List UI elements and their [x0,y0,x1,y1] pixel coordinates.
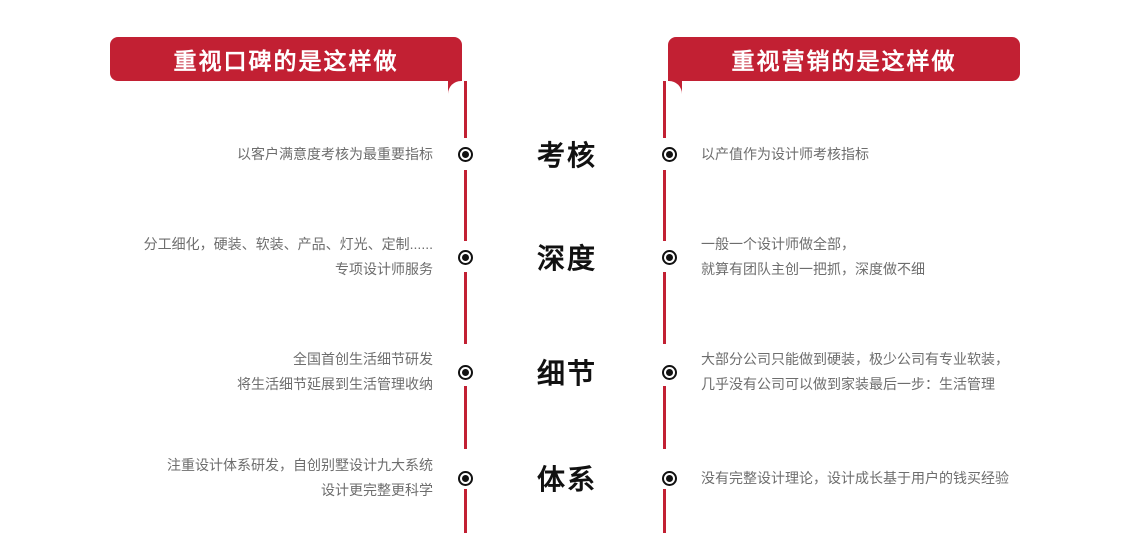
left-item-text: 分工细化，硬装、软装、产品、灯光、定制...... 专项设计师服务 [143,236,433,277]
left-item-text: 全国首创生活细节研发 将生活细节延展到生活管理收纳 [237,351,433,392]
row-category-label: 考核 [536,140,597,171]
right-banner-notch [668,81,682,95]
left-bullet-slot [455,249,475,265]
left-rail-segment [464,386,467,449]
row-category-label: 细节 [536,358,597,389]
radio-filled-icon [457,364,473,380]
right-item-text: 没有完整设计理论，设计成长基于用户的钱买经验 [701,469,1009,486]
right-bullet-slot [659,364,679,380]
row-category-label: 深度 [536,243,597,274]
left-rail-segment [464,81,467,138]
left-rail-segment [464,489,467,533]
radio-filled-icon [457,470,473,486]
right-bullet-slot [659,249,679,265]
radio-filled-icon [661,249,677,265]
right-rail-segment [663,272,666,344]
right-item-text: 以产值作为设计师考核指标 [701,145,869,162]
comparison-row: 注重设计体系研发，自创别墅设计九大系统 设计更完整更科学 体系 没有完整设计理论… [0,447,1130,509]
right-rail-segment [663,81,666,138]
right-rail-segment [663,170,666,241]
right-bullet-slot [659,146,679,162]
right-item-text: 一般一个设计师做全部， 就算有团队主创一把抓，深度做不细 [701,236,925,277]
row-category-label: 体系 [536,464,597,495]
right-rail-segment [663,489,666,533]
left-bullet-slot [455,364,475,380]
right-bullet-slot [659,470,679,486]
right-column-banner: 重视营销的是这样做 [668,37,1020,95]
comparison-row: 以客户满意度考核为最重要指标 考核 以产值作为设计师考核指标 [0,123,1130,185]
comparison-row: 分工细化，硬装、软装、产品、灯光、定制...... 专项设计师服务 深度 一般一… [0,226,1130,288]
radio-filled-icon [661,146,677,162]
radio-filled-icon [661,364,677,380]
left-column-banner: 重视口碑的是这样做 [110,37,462,95]
right-item-text: 大部分公司只能做到硬装，极少公司有专业软装， 几乎没有公司可以做到家装最后一步：… [701,351,1009,392]
left-item-text: 以客户满意度考核为最重要指标 [237,145,433,162]
radio-filled-icon [457,249,473,265]
right-rail-segment [663,386,666,449]
left-column-banner-label: 重视口碑的是这样做 [173,48,399,74]
left-bullet-slot [455,146,475,162]
left-rail-segment [464,170,467,241]
left-banner-notch [448,81,462,95]
radio-filled-icon [661,470,677,486]
comparison-row: 全国首创生活细节研发 将生活细节延展到生活管理收纳 细节 大部分公司只能做到硬装… [0,341,1130,403]
left-rail-segment [464,272,467,344]
left-bullet-slot [455,470,475,486]
left-item-text: 注重设计体系研发，自创别墅设计九大系统 设计更完整更科学 [167,457,433,498]
radio-filled-icon [457,146,473,162]
right-column-banner-label: 重视营销的是这样做 [731,48,957,74]
